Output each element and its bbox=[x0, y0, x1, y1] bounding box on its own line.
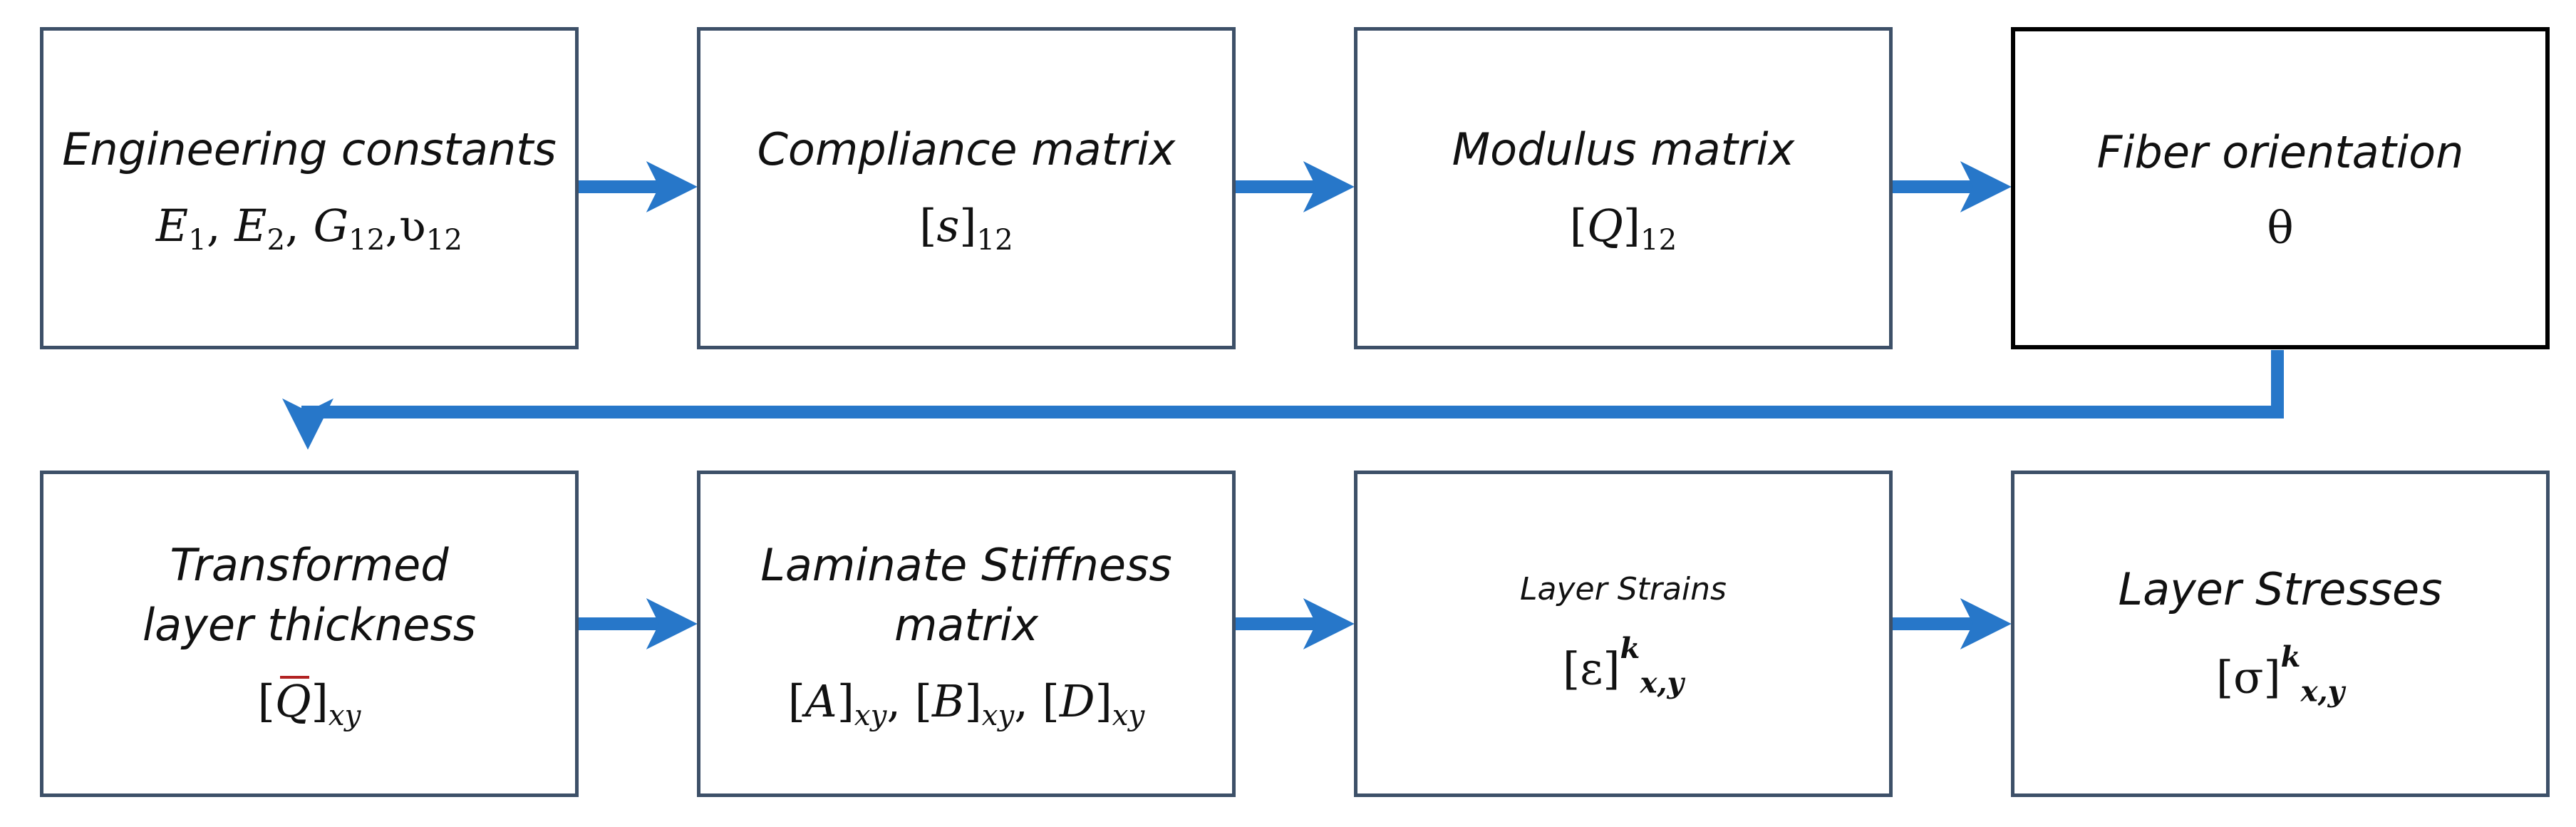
engineering-constants-title: Engineering constants bbox=[62, 123, 557, 176]
modulus-matrix-formula: [Q]12 bbox=[1569, 199, 1677, 257]
layer-strains-box: Layer Strains [ε]kx,y bbox=[1354, 471, 1893, 797]
compliance-matrix-box: Compliance matrix [s]12 bbox=[697, 27, 1236, 349]
layer-strains-title: Layer Strains bbox=[1520, 571, 1727, 608]
transformed-layer-title: Transformed layer thickness bbox=[142, 539, 477, 651]
engineering-constants-box: Engineering constants E1, E2, G12,ʋ12 bbox=[40, 27, 579, 349]
arrow-fiber-to-transformed bbox=[282, 350, 2284, 450]
laminate-stiffness-box: Laminate Stiffness matrix [A]xy, [B]xy, … bbox=[697, 471, 1236, 797]
transformed-layer-box: Transformed layer thickness [Q]xy bbox=[40, 471, 579, 797]
fiber-orientation-title: Fiber orientation bbox=[2096, 125, 2464, 178]
fiber-orientation-box: Fiber orientation θ bbox=[2011, 27, 2550, 349]
layer-strains-formula: [ε]kx,y bbox=[1563, 630, 1684, 699]
compliance-matrix-formula: [s]12 bbox=[919, 199, 1013, 257]
fiber-orientation-formula: θ bbox=[2267, 202, 2294, 255]
laminate-stiffness-title: Laminate Stiffness matrix bbox=[760, 539, 1172, 651]
modulus-matrix-title: Modulus matrix bbox=[1452, 123, 1795, 176]
compliance-matrix-title: Compliance matrix bbox=[757, 123, 1176, 176]
modulus-matrix-box: Modulus matrix [Q]12 bbox=[1354, 27, 1893, 349]
laminate-stiffness-formula: [A]xy, [B]xy, [D]xy bbox=[787, 674, 1145, 732]
engineering-constants-formula: E1, E2, G12,ʋ12 bbox=[155, 199, 463, 257]
transformed-layer-formula: [Q]xy bbox=[257, 674, 361, 732]
layer-stresses-box: Layer Stresses [σ]kx,y bbox=[2011, 471, 2550, 797]
layer-stresses-title: Layer Stresses bbox=[2118, 563, 2443, 615]
layer-stresses-formula: [σ]kx,y bbox=[2215, 639, 2345, 709]
